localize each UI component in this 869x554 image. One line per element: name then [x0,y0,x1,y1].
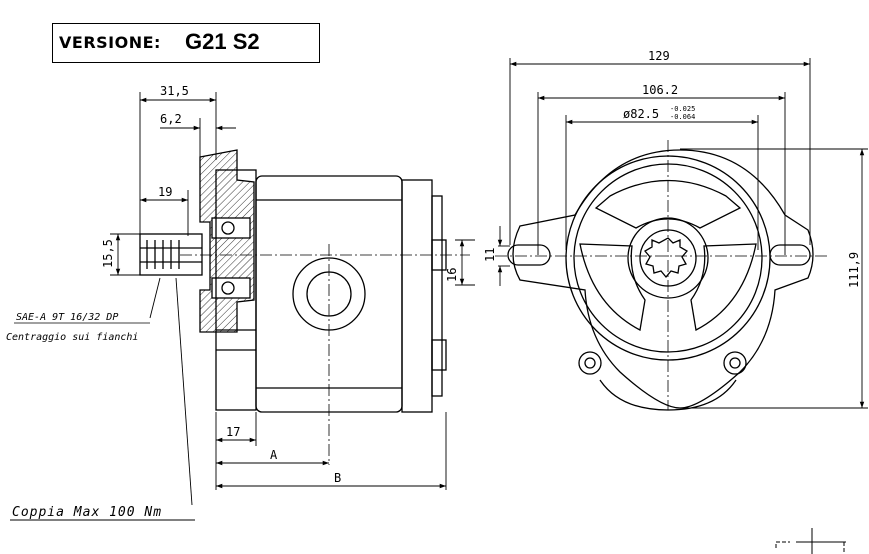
dim-16: 16 [445,268,459,282]
version-label: VERSIONE: [59,33,161,52]
dim-106-2: 106.2 [642,83,678,97]
dim-82-5: ø82.5 [623,107,659,121]
left-slot [507,244,551,266]
dim-17: 17 [226,425,240,439]
side-dimensions [10,92,475,521]
dim-11: 11 [483,248,497,262]
mounting-flange [199,149,255,333]
rear-cover [401,179,433,413]
projection-symbol [775,528,846,554]
front-view [495,140,830,411]
centering-note: Centraggio sui fianchi [6,332,138,343]
dim-6-2: 6,2 [160,112,182,126]
dim-111-9: 111,9 [847,252,861,288]
front-flange [512,149,814,409]
bolt-left [578,351,602,375]
version-value: G21 S2 [185,29,260,54]
dim-82-5-tol-lower: -0.064 [670,113,695,121]
spline-note: SAE-A 9T 16/32 DP [16,312,118,323]
title-block: VERSIONE: G21 S2 [52,23,320,63]
dim-31-5: 31,5 [160,84,189,98]
right-slot [769,244,811,266]
dim-A: A [270,448,278,462]
dim-B: B [334,471,341,485]
dim-129: 129 [648,49,670,63]
bolt-right [723,351,747,375]
front-dimensions [497,58,868,409]
dim-15-5: 15,5 [101,239,115,268]
side-view [139,149,470,465]
dim-19: 19 [158,185,172,199]
torque-note: Coppia Max 100 Nm [12,505,162,520]
shaft-seal [211,217,251,239]
shaft-spline [644,237,688,279]
dim-82-5-tol-upper: -0.025 [670,105,695,113]
